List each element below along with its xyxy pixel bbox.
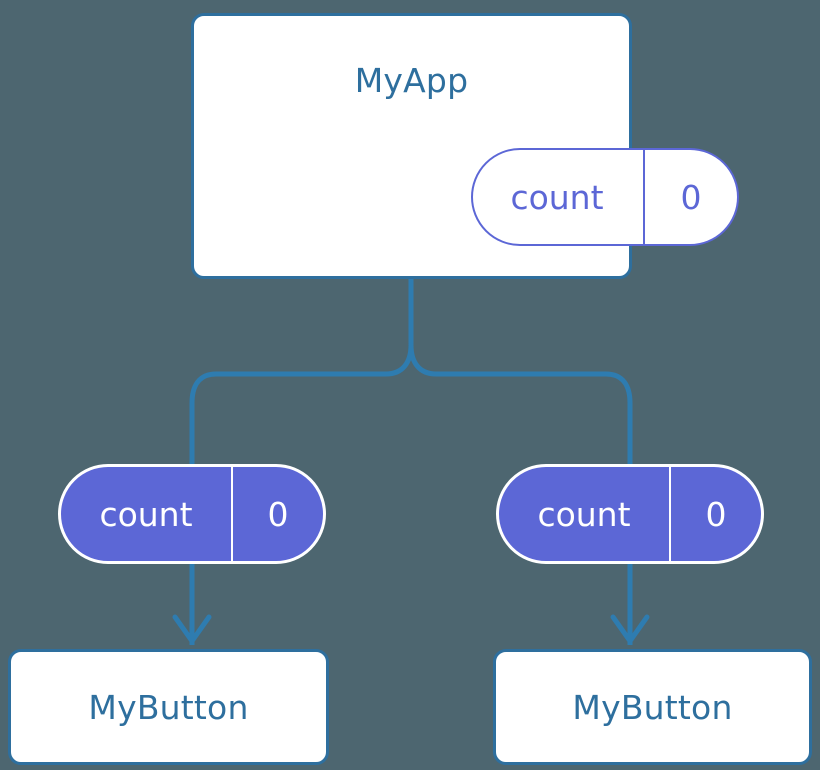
state-pill-hook-left-count[interactable]: count 0 (58, 464, 326, 564)
component-title: MyButton (572, 687, 733, 727)
state-pill-root-count[interactable]: count 0 (471, 148, 739, 246)
component-title: MyButton (88, 687, 249, 727)
state-pill-value: 0 (705, 494, 727, 534)
arrowhead-right-icon (610, 614, 650, 644)
state-pill-value: 0 (680, 177, 702, 217)
edge-branch-peak-right (408, 342, 633, 406)
state-pill-hook-right-count[interactable]: count 0 (496, 464, 764, 564)
component-box-mybutton-right[interactable]: MyButton (493, 649, 812, 765)
state-pill-label: count (61, 467, 233, 561)
component-title: MyApp (354, 61, 469, 100)
state-pill-label: count (499, 467, 671, 561)
state-pill-label: count (473, 150, 645, 244)
component-box-myapp[interactable]: MyApp count 0 (191, 13, 739, 279)
component-box-mybutton-left[interactable]: MyButton (8, 649, 329, 765)
state-pill-value: 0 (267, 494, 289, 534)
arrowhead-left-icon (172, 614, 212, 644)
edge-branch-peak (189, 342, 414, 406)
